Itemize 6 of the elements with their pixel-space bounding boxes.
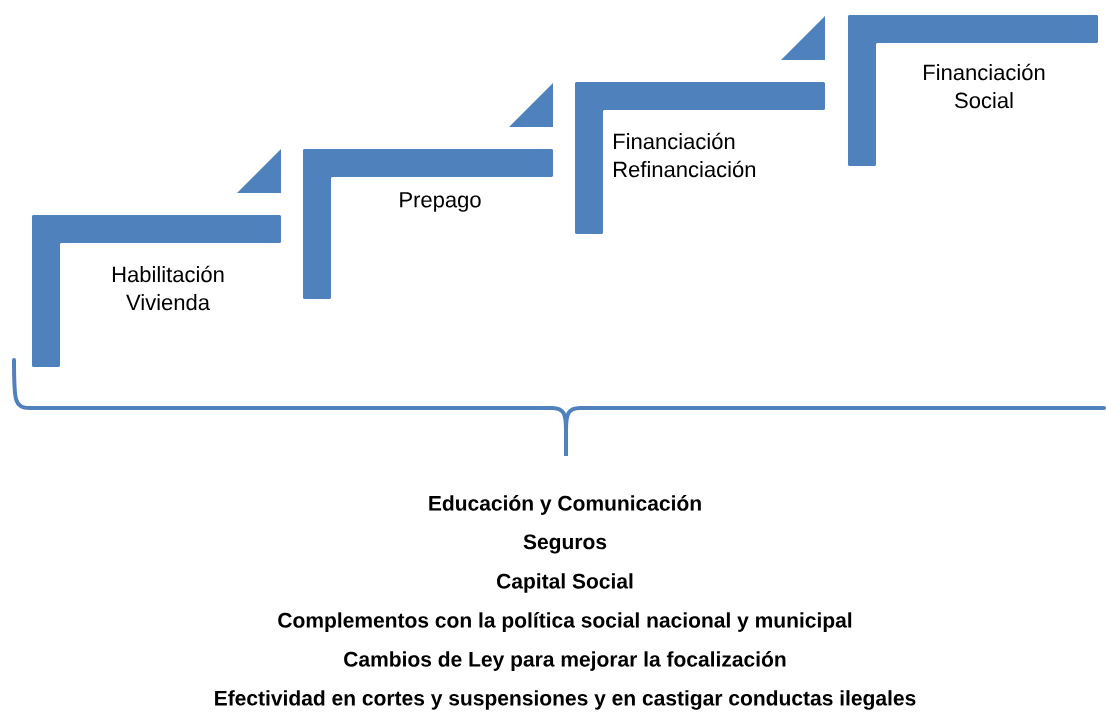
text-line: Cambios de Ley para mejorar la focalización — [344, 651, 786, 671]
text-line: Educación y Comunicación — [429, 495, 701, 515]
text-line: Efectividad en cortes y suspensiones y en castigar conductas ilegales — [215, 690, 916, 710]
text-line: Seguros — [523, 534, 607, 554]
text-line: Complementos con la política social nacional y municipal — [278, 612, 852, 632]
text-line: Capital Social — [497, 573, 633, 593]
